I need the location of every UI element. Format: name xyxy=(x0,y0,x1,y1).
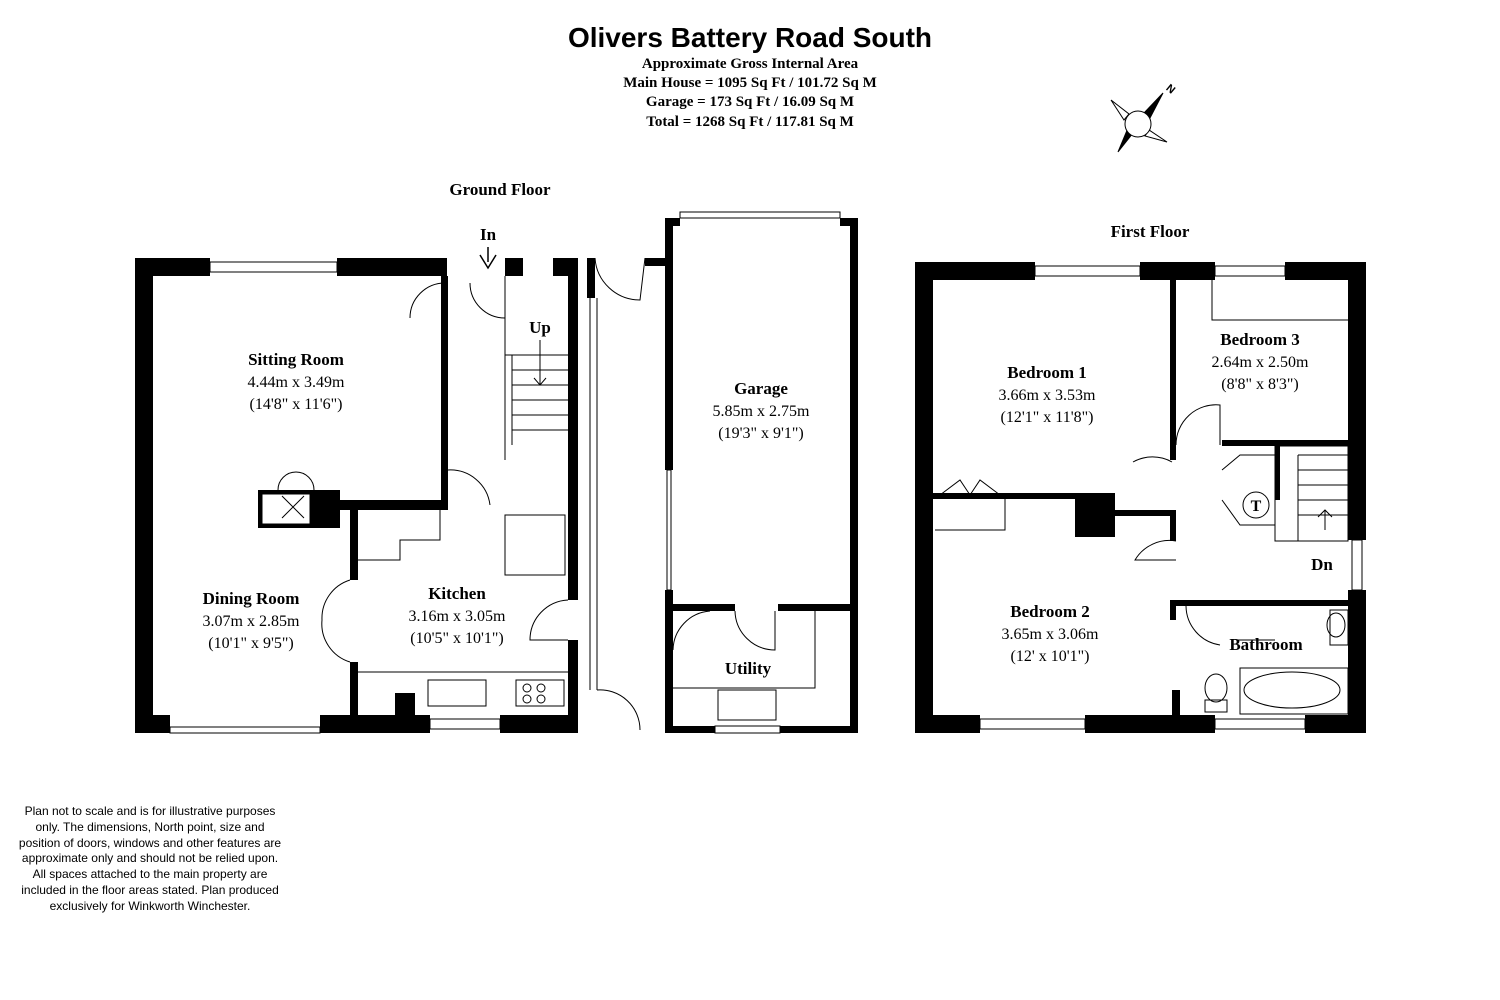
room-dimensions-metric: 2.64m x 2.50m xyxy=(1212,354,1309,371)
room-dimensions-imperial: (14'8" x 11'6") xyxy=(250,396,343,413)
room-bathroom: Bathroom xyxy=(1229,635,1302,654)
plan-title: Olivers Battery Road South xyxy=(567,22,933,53)
room-sitting-room: Sitting Room 4.44m x 3.49m (14'8" x 11'6… xyxy=(248,350,345,413)
room-dimensions-metric: 3.66m x 3.53m xyxy=(999,387,1096,404)
tank-label: T xyxy=(1251,498,1262,515)
stairs-up-label: Up xyxy=(529,318,551,337)
first-floor-fixtures xyxy=(935,265,1363,730)
room-bedroom-2: Bedroom 2 3.65m x 3.06m (12' x 10'1") xyxy=(1002,602,1099,665)
room-dimensions-imperial: (19'3" x 9'1") xyxy=(718,425,803,442)
north-label: N xyxy=(1164,82,1178,96)
room-dimensions-imperial: (12' x 10'1") xyxy=(1011,648,1090,665)
ground-floor-title: Ground Floor xyxy=(449,180,551,199)
room-name: Garage xyxy=(734,379,788,398)
room-dimensions-imperial: (8'8" x 8'3") xyxy=(1221,376,1298,393)
room-dimensions-metric: 4.44m x 3.49m xyxy=(248,374,345,391)
area-subtitle: Approximate Gross Internal Area xyxy=(641,56,859,72)
room-dimensions-metric: 3.65m x 3.06m xyxy=(1002,626,1099,643)
compass-icon: N xyxy=(1110,82,1178,153)
first-floor-walls xyxy=(915,262,1366,733)
room-bedroom-1: Bedroom 1 3.66m x 3.53m (12'1" x 11'8") xyxy=(999,363,1096,426)
entrance-label: In xyxy=(480,225,497,244)
garage-area: Garage = 173 Sq Ft / 16.09 Sq M xyxy=(645,94,855,110)
room-dimensions-imperial: (10'1" x 9'5") xyxy=(208,635,293,652)
room-name: Bedroom 3 xyxy=(1220,330,1300,349)
room-name: Bedroom 1 xyxy=(1007,363,1087,382)
room-name: Kitchen xyxy=(428,584,486,603)
room-dimensions-metric: 3.16m x 3.05m xyxy=(409,608,506,625)
first-floor-title: First Floor xyxy=(1111,222,1190,241)
room-bedroom-3: Bedroom 3 2.64m x 2.50m (8'8" x 8'3") xyxy=(1212,330,1309,393)
total-area: Total = 1268 Sq Ft / 117.81 Sq M xyxy=(646,114,854,130)
room-dimensions-metric: 5.85m x 2.75m xyxy=(713,403,810,420)
room-kitchen: Kitchen 3.16m x 3.05m (10'5" x 10'1") xyxy=(409,584,506,647)
room-dimensions-metric: 3.07m x 2.85m xyxy=(203,613,300,630)
disclaimer-text: Plan not to scale and is for illustrativ… xyxy=(18,804,282,913)
room-dimensions-imperial: (12'1" x 11'8") xyxy=(1001,409,1094,426)
room-dimensions-imperial: (10'5" x 10'1") xyxy=(410,630,503,647)
room-dining-room: Dining Room 3.07m x 2.85m (10'1" x 9'5") xyxy=(203,589,300,652)
room-name: Bedroom 2 xyxy=(1010,602,1090,621)
ground-floor-walls xyxy=(135,218,858,733)
ground-floor-fixtures xyxy=(169,211,841,734)
room-garage: Garage 5.85m x 2.75m (19'3" x 9'1") xyxy=(713,379,810,442)
room-name: Dining Room xyxy=(203,589,300,608)
main-house-area: Main House = 1095 Sq Ft / 101.72 Sq M xyxy=(623,75,877,91)
room-utility: Utility xyxy=(725,659,772,678)
stairs-down-label: Dn xyxy=(1311,555,1333,574)
room-name: Sitting Room xyxy=(248,350,344,369)
